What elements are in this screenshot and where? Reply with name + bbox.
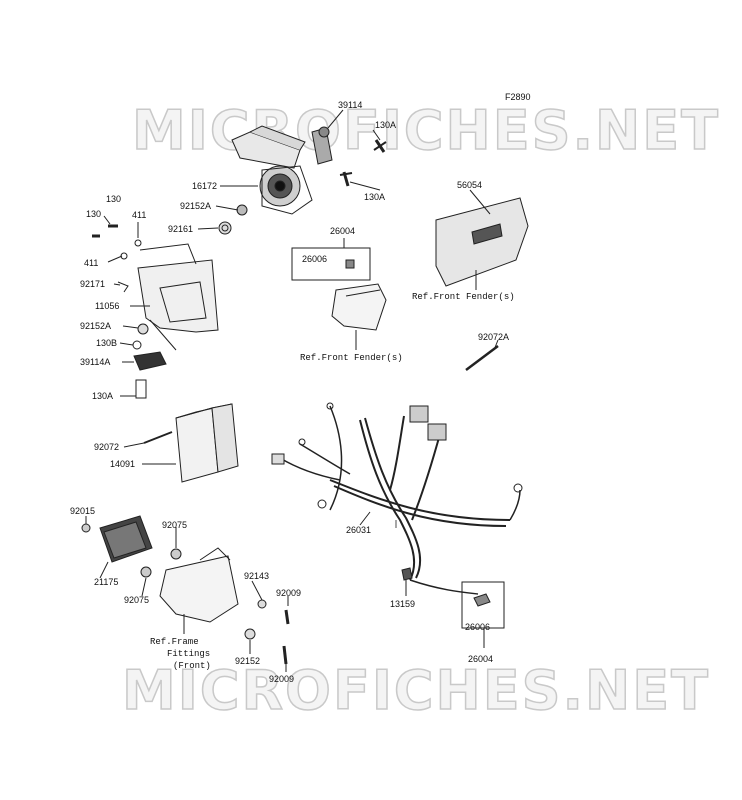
ignition-switch-assembly: [231, 125, 333, 215]
ref-note-front-fender-center: Ref.Front Fender(s): [300, 353, 403, 363]
part-label-26031: 26031: [346, 525, 372, 535]
part-label-130B: 130B: [96, 338, 118, 348]
part-label-92072: 92072: [94, 442, 120, 452]
part-label-26004-top: 26004: [330, 226, 356, 236]
screw-130A-top: [373, 139, 387, 153]
regulator-21175: [99, 515, 153, 563]
front-fender-ref-center: [331, 283, 387, 350]
part-label-130-a: 130: [106, 194, 122, 204]
part-label-26006-bottom: 26006: [465, 622, 491, 632]
part-label-26004-bottom: 26004: [468, 654, 494, 664]
part-label-130A-mid: 130A: [364, 192, 386, 202]
part-label-26006-top: 26006: [302, 254, 328, 264]
fender-clip-26006: [291, 238, 371, 281]
part-label-16172: 16172: [192, 181, 218, 191]
part-label-92072A: 92072A: [478, 332, 510, 342]
part-label-130A-bot: 130A: [92, 391, 114, 401]
part-label-92009-a: 92009: [276, 588, 302, 598]
part-label-92171: 92171: [80, 279, 106, 289]
part-label-92075-b: 92075: [124, 595, 150, 605]
ref-note-front-fender-right: Ref.Front Fender(s): [412, 292, 515, 302]
part-label-39114A: 39114A: [80, 357, 111, 367]
part-label-92075-a: 92075: [162, 520, 188, 530]
part-label-92152: 92152: [235, 656, 261, 666]
bracket-11056: [137, 243, 219, 351]
ref-note-frame-fittings-line2: Fittings: [167, 649, 211, 659]
ref-note-frame-fittings-line3: (Front): [173, 661, 211, 671]
watermark-top: MICROFICHES.NET: [131, 99, 720, 162]
part-label-92152A-low: 92152A: [80, 321, 112, 331]
part-label-21175: 21175: [94, 577, 119, 587]
figure-code: F2890: [505, 92, 531, 102]
part-label-92009-b: 92009: [269, 674, 295, 684]
part-label-56054: 56054: [457, 180, 483, 190]
screw-130A-mid: [339, 171, 353, 187]
part-label-130A-top: 130A: [375, 120, 397, 130]
part-label-92015: 92015: [70, 506, 96, 516]
front-fender-ref-right: [435, 189, 529, 290]
part-label-14091: 14091: [110, 459, 136, 469]
wiring-harness-26031: [279, 405, 521, 595]
ref-note-frame-fittings-line1: Ref.Frame: [150, 637, 199, 647]
clip-box-26006-bottom: [461, 581, 505, 648]
part-label-411-b: 411: [84, 258, 99, 268]
part-label-92152A-top: 92152A: [180, 201, 212, 211]
part-label-11056: 11056: [95, 301, 120, 311]
ecu-box-14091: [175, 403, 239, 483]
mount-bracket-bottom: [159, 547, 239, 634]
part-label-130-b: 130: [86, 209, 102, 219]
part-label-92161: 92161: [168, 224, 194, 234]
part-label-411-a: 411: [132, 210, 147, 220]
part-label-92143: 92143: [244, 571, 270, 581]
part-label-39114: 39114: [338, 100, 363, 110]
watermark-bottom: MICROFICHES.NET: [121, 659, 710, 722]
part-label-13159: 13159: [390, 599, 416, 609]
